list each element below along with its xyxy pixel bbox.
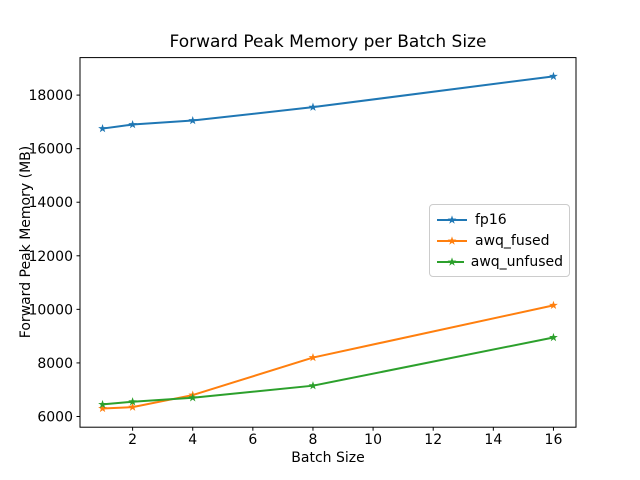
legend-star-marker [447, 256, 457, 266]
legend-item: awq_fused [436, 230, 563, 251]
y-axis-label: Forward Peak Memory (MB) [18, 146, 34, 338]
legend-label: fp16 [475, 211, 507, 228]
legend-item: fp16 [436, 209, 563, 230]
star-marker [128, 397, 137, 406]
series-awq_unfused [98, 332, 558, 409]
star-marker [549, 300, 558, 310]
x-tick-label: 14 [484, 432, 502, 448]
x-tick-label: 16 [545, 432, 563, 448]
star-marker [188, 115, 198, 125]
y-tick-label: 10000 [28, 302, 73, 318]
legend-star-marker [447, 214, 457, 224]
star-marker [308, 352, 318, 362]
data-series [98, 71, 558, 413]
legend-star-marker [447, 235, 457, 245]
series-line [102, 75, 554, 130]
star-marker [308, 102, 318, 111]
legend: fp16 awq_fused awq_unfused [429, 204, 570, 277]
series-line [102, 336, 554, 406]
star-marker [98, 123, 107, 133]
x-tick-label: 12 [424, 432, 442, 448]
legend-label: awq_fused [475, 232, 550, 249]
plot-frame [79, 57, 577, 428]
series-fp16 [98, 71, 558, 133]
legend-label: awq_unfused [470, 253, 563, 270]
y-tick-label: 16000 [28, 142, 73, 158]
star-marker [308, 381, 318, 390]
star-marker [128, 402, 137, 411]
x-tick-label: 8 [309, 432, 318, 448]
star-marker [98, 399, 107, 409]
x-tick-label: 4 [188, 432, 197, 448]
y-tick-label: 14000 [28, 195, 73, 211]
x-axis-label: Batch Size [291, 450, 364, 466]
x-tick-label: 10 [364, 432, 382, 448]
series-line [102, 304, 554, 410]
star-marker [128, 119, 137, 129]
line-star-icon [437, 256, 464, 266]
y-tick-label: 12000 [28, 249, 73, 265]
y-tick-label: 6000 [37, 409, 73, 425]
star-marker [549, 332, 558, 342]
x-tick-label: 6 [248, 432, 257, 448]
star-marker [98, 403, 107, 413]
star-marker [188, 393, 198, 402]
x-tick-label: 2 [128, 432, 137, 448]
legend-item: awq_unfused [436, 251, 563, 272]
line-star-icon [437, 235, 467, 245]
y-tick-label: 18000 [28, 88, 73, 104]
axes: 2 4 6 8 10 12 14 16 6000 8000 10000 12000 14000 16000… [28, 57, 577, 448]
series-awq_fused [98, 300, 558, 413]
star-marker [549, 71, 558, 81]
y-tick-label: 8000 [37, 356, 73, 372]
line-star-icon [437, 214, 467, 224]
chart-title: Forward Peak Memory per Batch Size [170, 32, 487, 52]
